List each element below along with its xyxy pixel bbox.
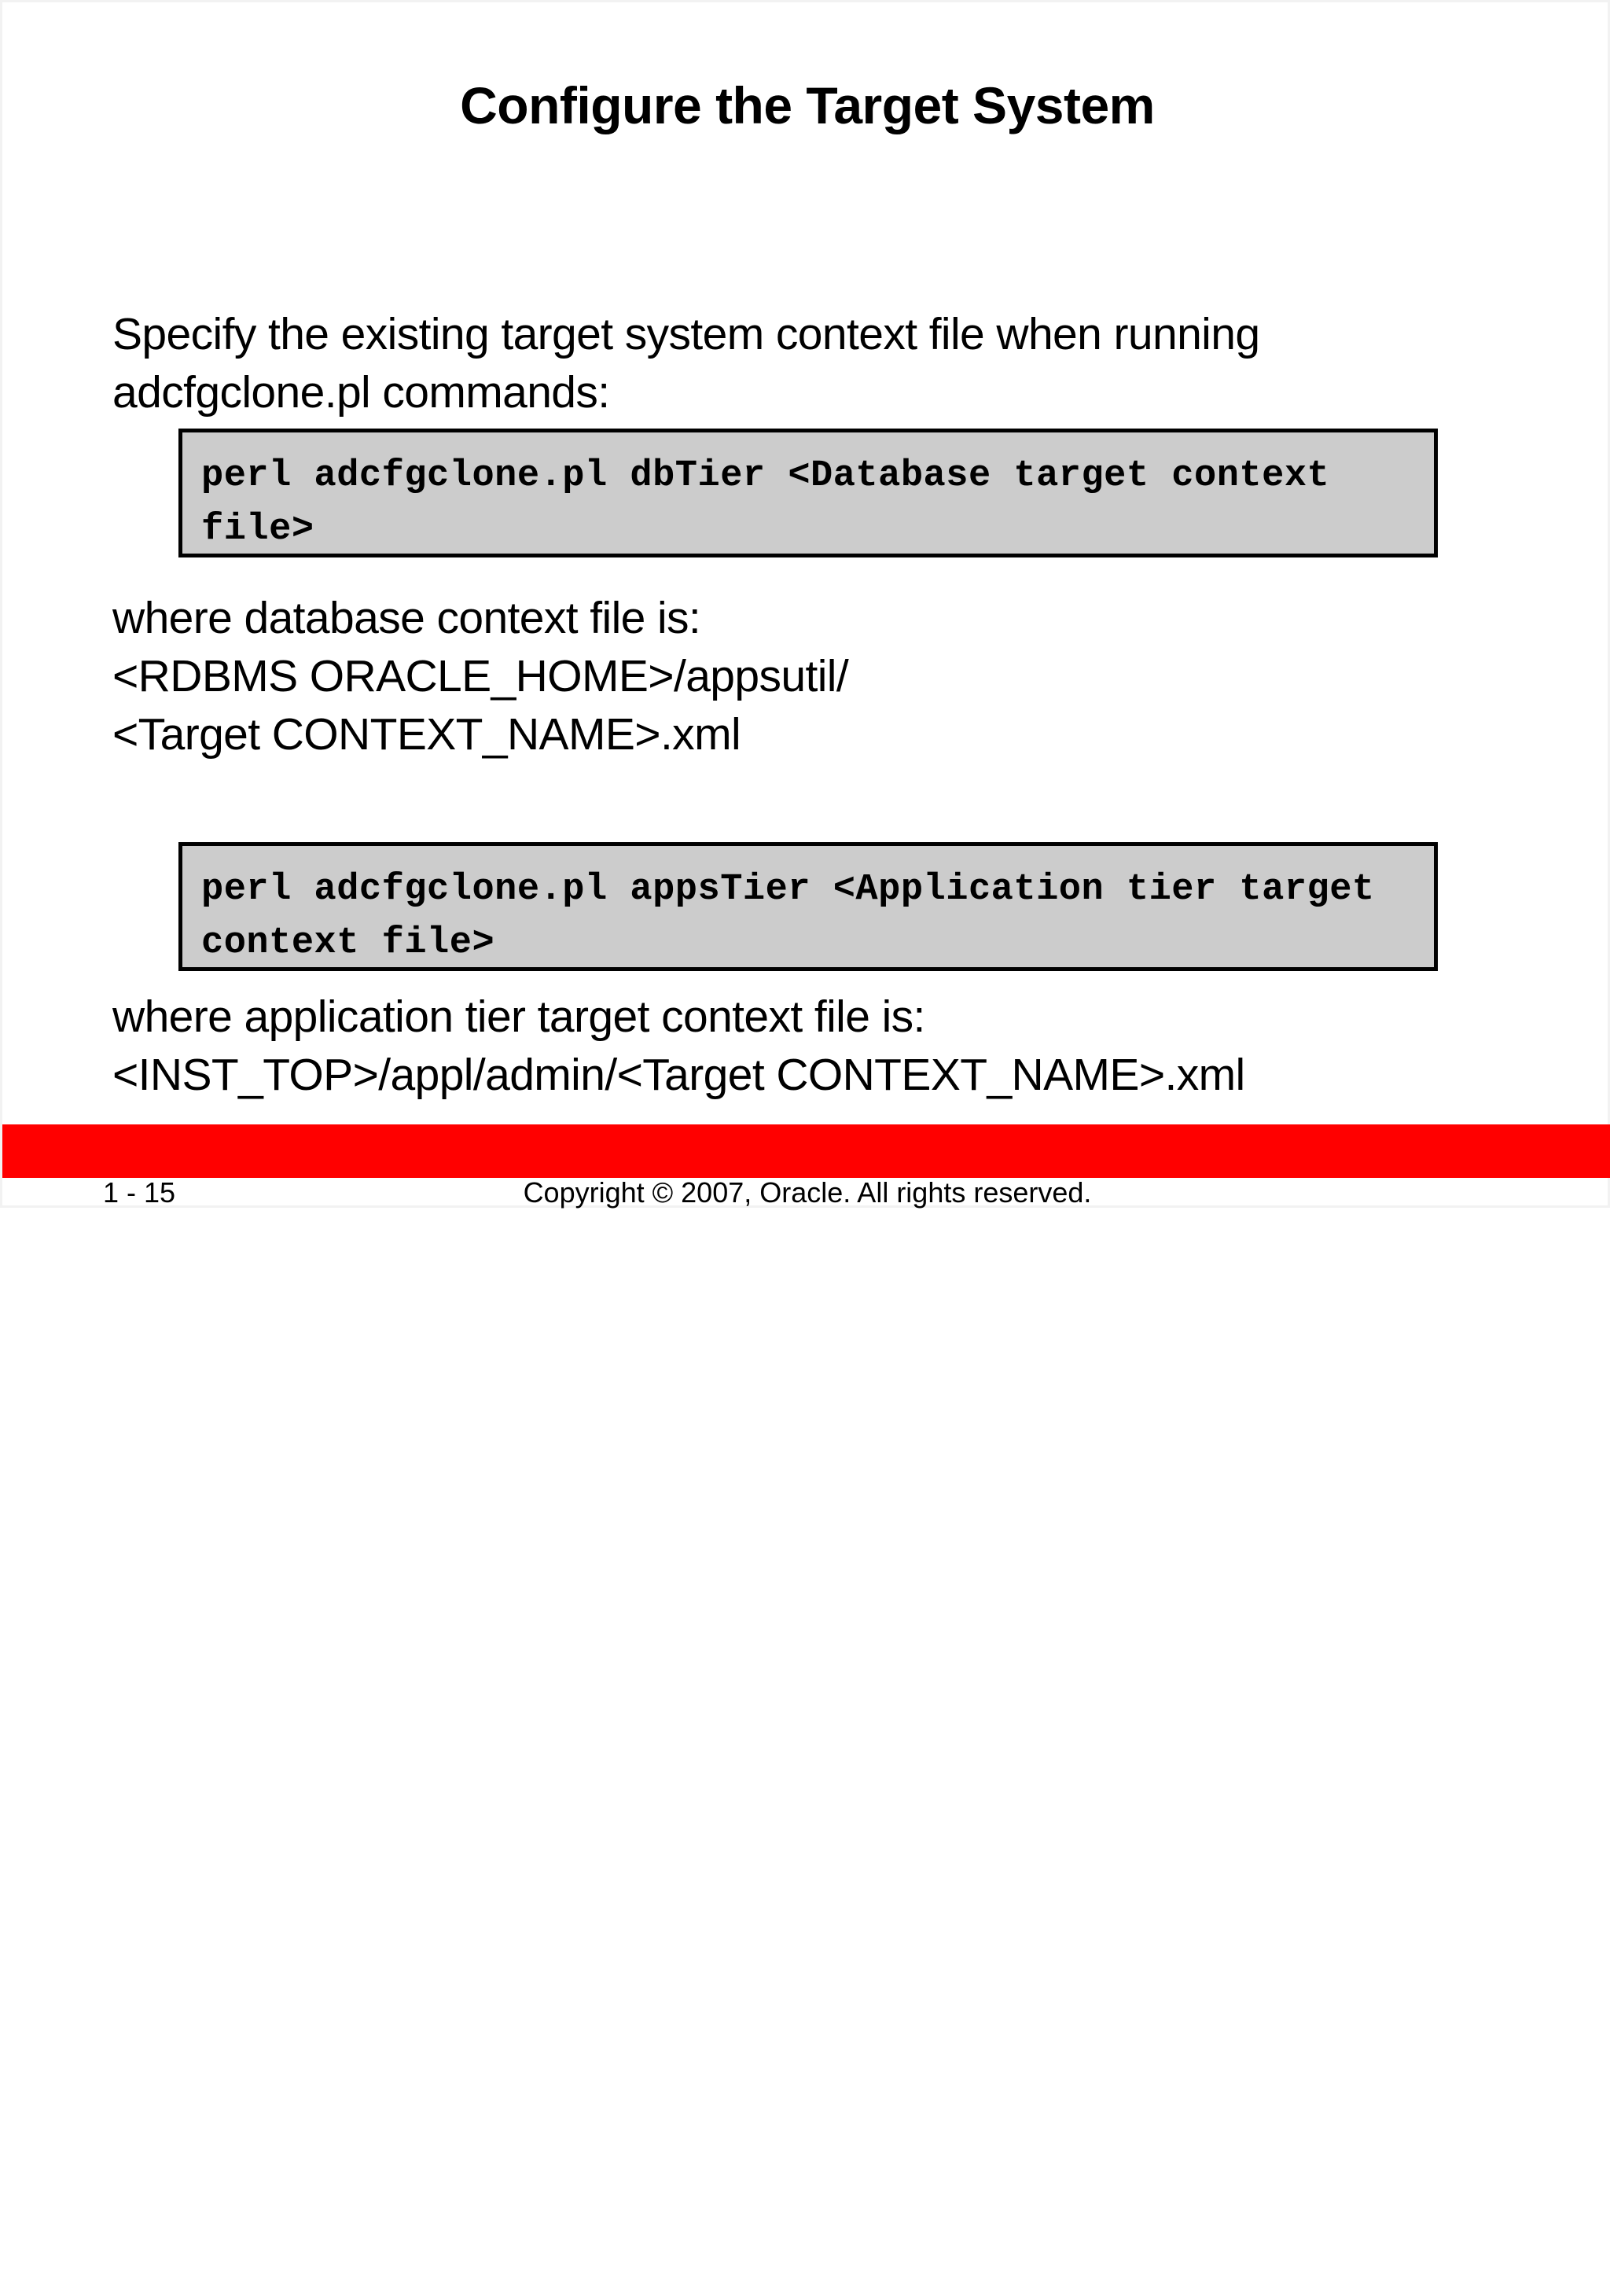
page-number: 1 - 15	[103, 1176, 176, 1209]
oracle-logo: ORACLE®	[1308, 2252, 1480, 2295]
database-context-description: where database context file is: <RDBMS O…	[112, 593, 849, 760]
registered-trademark-icon: ®	[1470, 2264, 1480, 2279]
oracle-logo-text: ORACLE	[1308, 2255, 1471, 2296]
footer-red-bar: ORACLE®	[2, 1124, 1610, 2295]
code-block-dbtier: perl adcfgclone.pl dbTier <Database targ…	[178, 429, 1438, 557]
code-block-appstier: perl adcfgclone.pl appsTier <Application…	[178, 842, 1438, 971]
copyright-notice: Copyright © 2007, Oracle. All rights res…	[523, 1176, 1092, 1209]
application-tier-context-description: where application tier target context fi…	[112, 992, 1245, 1100]
intro-paragraph: Specify the existing target system conte…	[112, 309, 1272, 418]
page-title: Configure the Target System	[460, 76, 1155, 134]
